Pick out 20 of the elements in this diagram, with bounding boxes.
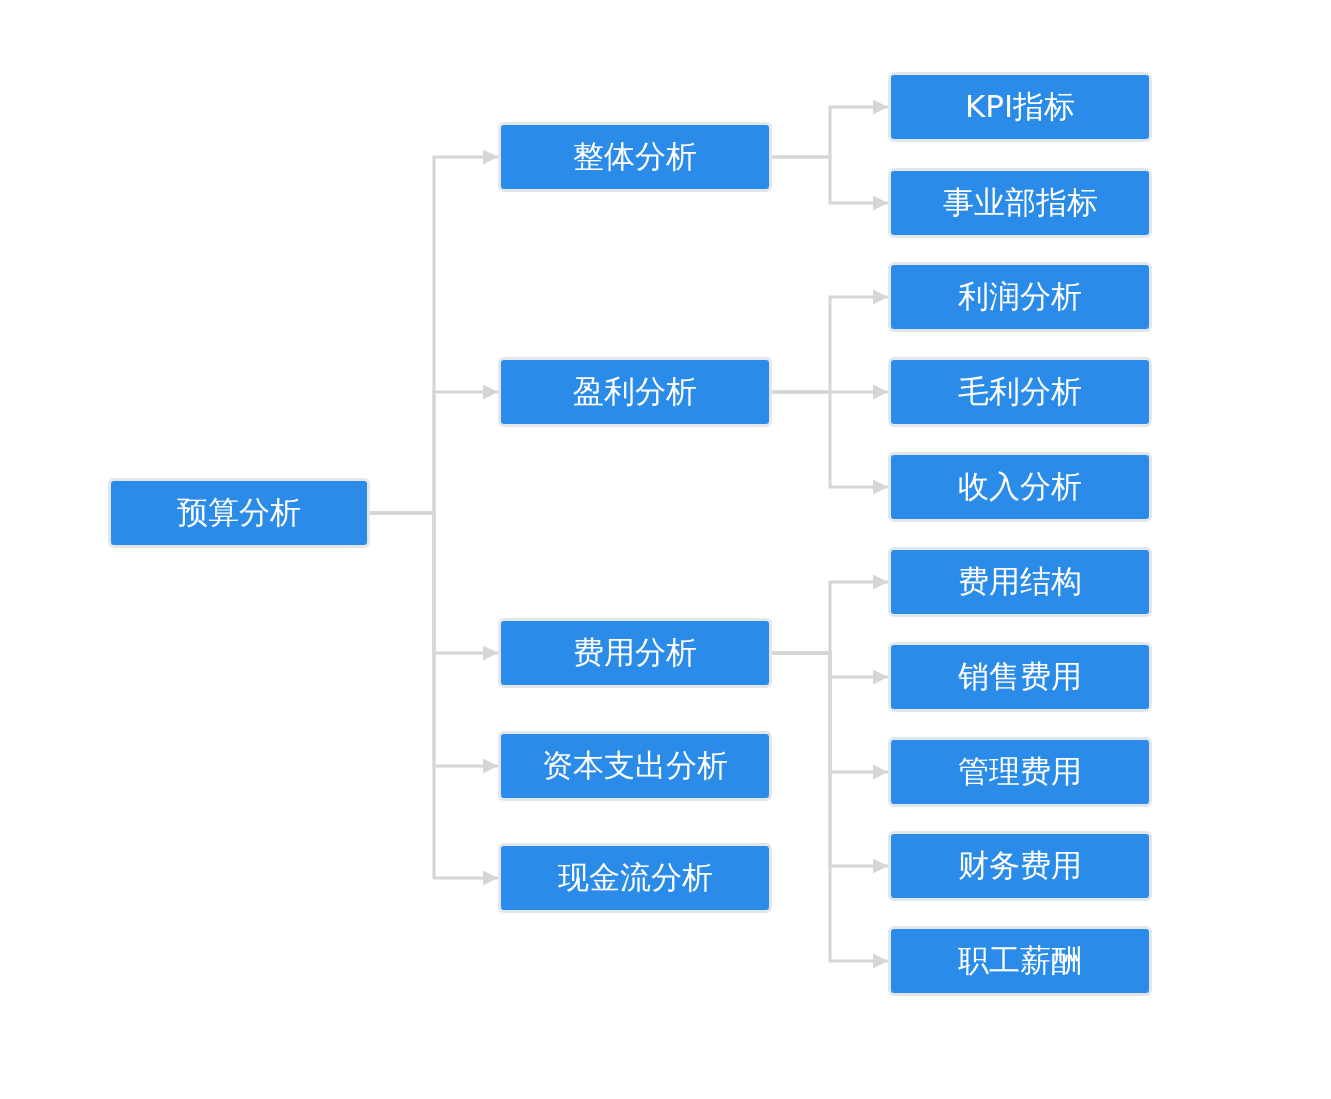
process-box: 管理费用: [888, 737, 1152, 807]
process-box: 盈利分析: [498, 357, 772, 427]
process-box: 职工薪酬: [888, 926, 1152, 996]
process-box: 事业部指标: [888, 168, 1152, 238]
process-box: 收入分析: [888, 452, 1152, 522]
process-box: 预算分析: [108, 478, 370, 548]
process-box: 费用分析: [498, 618, 772, 688]
process-box: 利润分析: [888, 262, 1152, 332]
process-box: 毛利分析: [888, 357, 1152, 427]
process-box: 销售费用: [888, 642, 1152, 712]
process-box: 财务费用: [888, 831, 1152, 901]
process-box: 整体分析: [498, 122, 772, 192]
process-box: 费用结构: [888, 547, 1152, 617]
arrow: [370, 511, 498, 886]
process-box: 现金流分析: [498, 843, 772, 913]
arrow: [772, 651, 888, 969]
process-box: KPI指标: [888, 72, 1152, 142]
arrow: [772, 155, 888, 211]
process-box: 资本支出分析: [498, 731, 772, 801]
arrow: [772, 390, 888, 495]
